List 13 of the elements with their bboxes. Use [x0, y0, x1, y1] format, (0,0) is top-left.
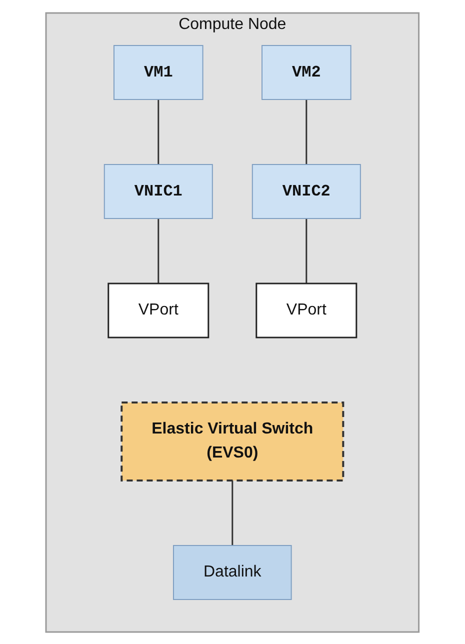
connector: [306, 218, 308, 283]
node-box: VM2: [262, 44, 352, 100]
node-box: Datalink: [173, 544, 292, 600]
node-box: VNIC1: [104, 164, 213, 218]
node-box: Elastic Virtual Switch (EVS0): [120, 401, 344, 481]
connector: [158, 218, 160, 283]
connector: [306, 99, 308, 164]
node-box: VPort: [256, 282, 358, 338]
node-box: VM1: [114, 44, 204, 100]
connector: [158, 99, 160, 164]
connector: [232, 480, 234, 545]
node-box: VPort: [108, 282, 210, 338]
node-box: VNIC2: [252, 164, 361, 218]
